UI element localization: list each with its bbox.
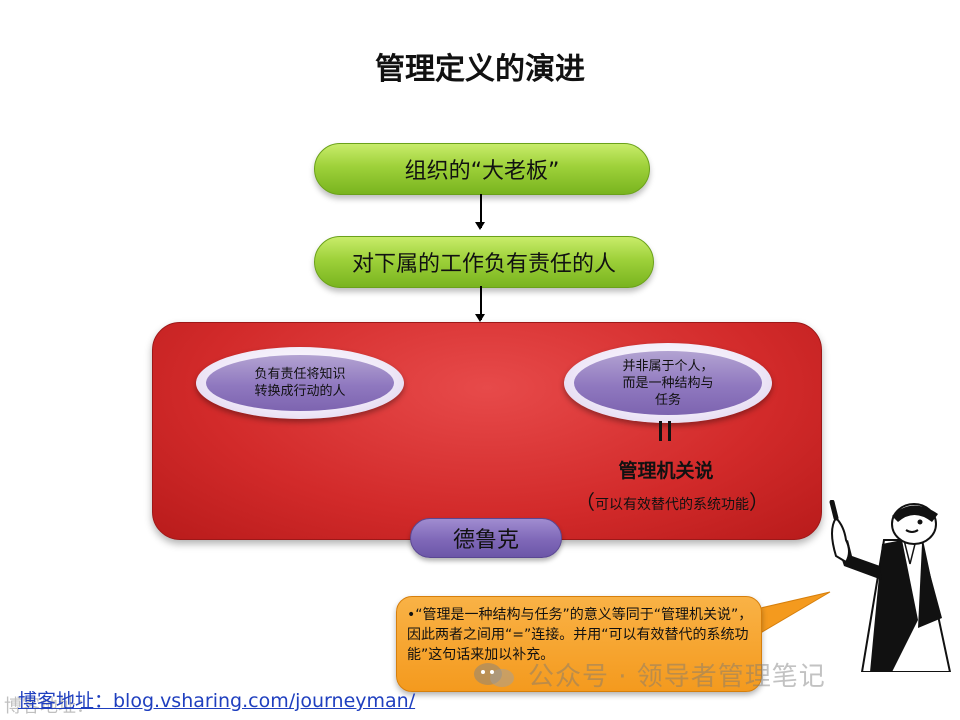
drucker-tag: 德鲁克 [410,518,562,558]
management-organ-theory-subtitle: （可以有效替代的系统功能） [566,486,778,515]
flow-step-big-boss: 组织的“大老板” [314,143,650,195]
thinking-man-icon [829,500,952,672]
callout-text: •“管理是一种结构与任务”的意义等同于“管理机关说”，因此两者之间用“=”连接。… [407,607,753,663]
structure-task-oval-inner: 并非属于个人， 而是一种结构与 任务 [574,351,762,415]
wechat-icon [474,662,514,687]
left-watermark-fragment: 博客地址： [4,696,94,717]
subtitle-text: 可以有效替代的系统功能 [595,497,749,513]
subtitle-close-paren: ） [749,490,769,514]
oval-left-line-2: 转换成行动的人 [254,384,346,399]
subtitle-open-paren: （ [575,490,595,514]
blog-link[interactable]: 博客地址：blog.vsharing.com/journeyman/ [18,690,416,712]
oval-right-line-2: 而是一种结构与 [622,375,714,391]
watermark-text: 公众号 · 领导者管理笔记 [528,662,826,692]
callout-pointer [752,591,831,639]
oval-right-line-1: 并非属于个人， [622,358,714,374]
oval-left-line-1: 负有责任将知识 [254,367,346,382]
flow-step-responsible-person-label: 对下属的工作负有责任的人 [351,252,616,277]
knowledge-to-action-oval-inner: 负有责任将知识 转换成行动的人 [206,355,394,411]
structure-task-oval: 并非属于个人， 而是一种结构与 任务 [564,343,772,423]
arrow-down-2 [476,286,484,322]
flow-step-responsible-person: 对下属的工作负有责任的人 [314,236,654,288]
arrow-down-1 [476,194,484,230]
drucker-tag-label: 德鲁克 [452,528,519,553]
page-title: 管理定义的演进 [375,52,585,87]
equals-connector [659,421,671,441]
flow-step-big-boss-label: 组织的“大老板” [404,159,560,184]
oval-right-line-3: 任务 [654,392,681,408]
explanation-callout: •“管理是一种结构与任务”的意义等同于“管理机关说”，因此两者之间用“=”连接。… [396,596,762,692]
knowledge-to-action-oval: 负有责任将知识 转换成行动的人 [196,347,404,419]
wechat-watermark: 公众号 · 领导者管理笔记 [470,656,826,693]
management-organ-theory-label: 管理机关说 [618,460,714,482]
